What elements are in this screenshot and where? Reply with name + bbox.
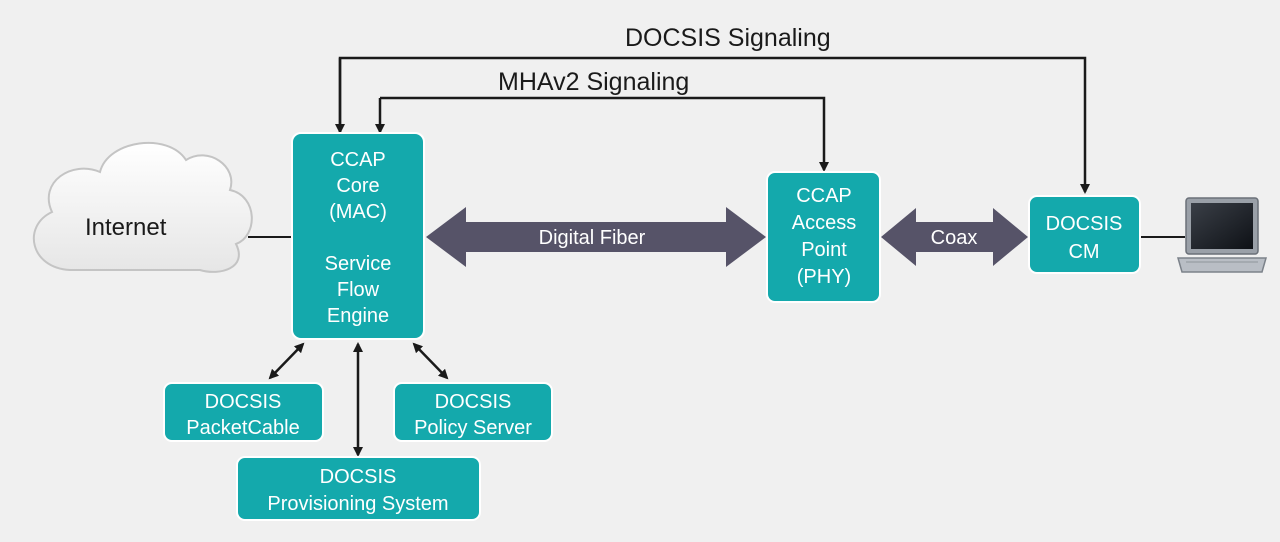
core-policy-arrow [412,342,449,380]
internet-label: Internet [85,214,167,241]
ccap-core-line3: (MAC) [329,201,387,223]
docsis-cm-box: DOCSIS CM [1028,195,1141,274]
docsis-provisioning-system-box: DOCSIS Provisioning System [236,456,481,521]
policy-line1: DOCSIS [435,391,512,413]
coax-arrow [881,208,1028,266]
ccap-core-line5: Flow [337,279,380,301]
policy-line2: Policy Server [414,417,532,439]
ccap-core-box: CCAP Core (MAC) Service Flow Engine [291,132,425,340]
access-point-line1: CCAP [796,185,852,207]
mhav2-signaling-label: MHAv2 Signaling [498,68,689,96]
provisioning-line1: DOCSIS [320,466,397,488]
access-point-line3: Point [801,239,847,261]
digital-fiber-label: Digital Fiber [539,227,646,249]
cm-line2: CM [1068,241,1099,263]
cloud-icon [33,141,253,273]
docsis-policy-server-box: DOCSIS Policy Server [393,382,553,442]
cm-line1: DOCSIS [1046,213,1123,235]
ccap-core-line4: Service [325,253,392,275]
ccap-core-line1: CCAP [330,149,386,171]
packetcable-line2: PacketCable [186,417,299,439]
ccap-core-line2: Core [336,175,379,197]
ccap-access-point-box: CCAP Access Point (PHY) [766,171,881,303]
coax-label: Coax [931,227,978,249]
docsis-signaling-path [335,56,1090,194]
digital-fiber-arrow [426,207,766,267]
access-point-line4: (PHY) [797,266,851,288]
docsis-packetcable-box: DOCSIS PacketCable [163,382,324,442]
docsis-signaling-label: DOCSIS Signaling [625,24,831,52]
core-packetcable-arrow [268,342,305,380]
provisioning-line2: Provisioning System [267,493,448,515]
mhav2-signaling-path [375,96,829,172]
ccap-core-line6: Engine [327,305,389,327]
access-point-line2: Access [792,212,856,234]
laptop-icon [1177,197,1267,273]
packetcable-line1: DOCSIS [205,391,282,413]
